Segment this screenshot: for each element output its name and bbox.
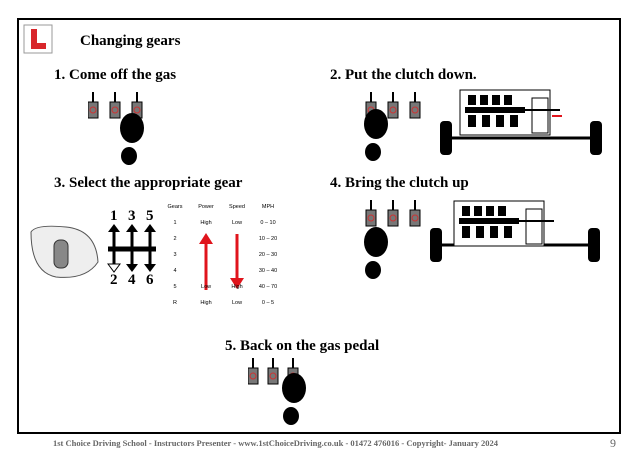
gear-label-2: 2 [110, 272, 118, 288]
gear-label-6: 6 [146, 272, 154, 288]
gear-table-cell: 20 – 30 [258, 252, 278, 258]
step-2-label: 2. Put the clutch down. [330, 67, 477, 83]
step-1-label: 1. Come off the gas [54, 67, 177, 83]
pedals-foot-on-gas-icon [248, 358, 306, 425]
slide-title: Changing gears [80, 33, 181, 49]
gear-table-cell: 0 – 10 [260, 220, 276, 226]
gear-table-cell: High [231, 284, 243, 290]
gearbox-disengaged-diagram [440, 89, 602, 155]
gear-table-cell: 0 – 5 [261, 300, 275, 306]
pedals-foot-off-gas-icon [88, 92, 144, 165]
gear-label-1: 1 [110, 208, 118, 224]
gear-table-header: Power [198, 204, 214, 210]
step-4-label: 4. Bring the clutch up [330, 175, 469, 191]
footer-text: 1st Choice Driving School - Instructors … [53, 438, 498, 448]
step-3-label: 3. Select the appropriate gear [54, 175, 243, 191]
step-5-label: 5. Back on the gas pedal [225, 338, 380, 354]
gear-table-cell: R [173, 300, 177, 306]
gear-table-header: Gears [167, 204, 183, 210]
gear-table-cell: Low [200, 284, 212, 290]
gear-table-cell: 1 [173, 220, 177, 226]
gear-label-5: 5 [146, 208, 154, 224]
gear-lever-photo-icon [30, 225, 99, 278]
gearbox-engaged-diagram [430, 200, 600, 262]
gear-table-cell: 2 [173, 236, 177, 242]
gear-table-cell: 4 [173, 268, 177, 274]
gear-table-cell: Low [231, 220, 243, 226]
gear-pattern-diagram: 1 3 5 2 4 6 [104, 208, 160, 288]
gear-table-cell: 30 – 40 [258, 268, 278, 274]
pedals-clutch-up-icon [364, 200, 421, 279]
gear-table-cell: Low [231, 300, 243, 306]
gear-table-header: MPH [261, 204, 275, 210]
gear-table-cell: High [200, 300, 212, 306]
power-speed-arrows [199, 233, 244, 290]
gear-table-header: Speed [229, 204, 245, 210]
gear-table-cell: 10 – 20 [258, 236, 278, 242]
gear-table-cell: 40 – 70 [258, 284, 278, 290]
page-number: 9 [610, 436, 616, 450]
slide-frame [17, 18, 621, 434]
gear-table-cell: 5 [173, 284, 177, 290]
pedals-clutch-down-icon [364, 92, 421, 161]
gear-label-3: 3 [128, 208, 136, 224]
gear-table-cell: High [200, 220, 212, 226]
gear-label-4: 4 [128, 272, 136, 288]
learner-plate-logo [23, 24, 53, 54]
gear-table-cell: 3 [173, 252, 177, 258]
